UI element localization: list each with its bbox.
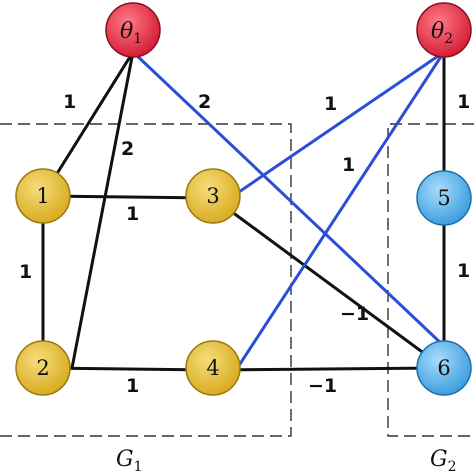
node-3: 3 xyxy=(185,168,241,224)
weight-n1-n3: 1 xyxy=(126,203,139,225)
node-5: 5 xyxy=(416,170,472,226)
node-theta1: θ1 xyxy=(105,2,161,58)
edge-n1-n3 xyxy=(42,194,214,200)
group-g1-label: G1 xyxy=(116,447,143,474)
svg-text:3: 3 xyxy=(206,184,219,208)
edge-n4-n6 xyxy=(212,366,445,372)
group-g1-box xyxy=(0,123,292,437)
node-2: 2 xyxy=(15,340,71,396)
weight-theta2-n5: 1 xyxy=(457,91,470,113)
edge-theta1-n1 xyxy=(41,51,135,197)
group-g2-box xyxy=(387,123,474,437)
svg-text:2: 2 xyxy=(36,356,49,380)
weight-theta2-n4: 1 xyxy=(342,154,355,176)
weight-n5-n6: 1 xyxy=(457,260,470,282)
node-theta2: θ2 xyxy=(416,2,472,58)
weight-n4-n6: −1 xyxy=(308,375,337,397)
svg-text:θ2: θ2 xyxy=(431,19,453,47)
weight-theta1-n2: 2 xyxy=(121,138,134,160)
edge-theta1-n2 xyxy=(70,51,135,369)
svg-text:θ1: θ1 xyxy=(120,19,142,47)
svg-text:6: 6 xyxy=(437,356,450,380)
weight-n2-n4: 1 xyxy=(126,375,139,397)
weight-n3-n6: −1 xyxy=(340,303,369,325)
edge-theta2-n3 xyxy=(235,50,445,196)
node-6: 6 xyxy=(416,340,472,396)
weight-theta1-n1: 1 xyxy=(63,91,76,113)
svg-text:5: 5 xyxy=(437,186,450,210)
weight-n1-n2: 1 xyxy=(19,261,32,283)
edge-theta2-n4 xyxy=(234,51,446,371)
svg-text:4: 4 xyxy=(206,356,219,380)
svg-text:1: 1 xyxy=(36,184,49,208)
edge-n2-n4 xyxy=(42,366,214,372)
weight-theta1-n6: 2 xyxy=(198,91,211,113)
edge-theta1-n6 xyxy=(131,50,446,348)
weight-theta2-n3: 1 xyxy=(324,93,337,115)
edge-n3-n6 xyxy=(212,196,445,370)
node-4: 4 xyxy=(185,340,241,396)
group-g2-label: G2 xyxy=(430,447,457,474)
node-1: 1 xyxy=(15,168,71,224)
